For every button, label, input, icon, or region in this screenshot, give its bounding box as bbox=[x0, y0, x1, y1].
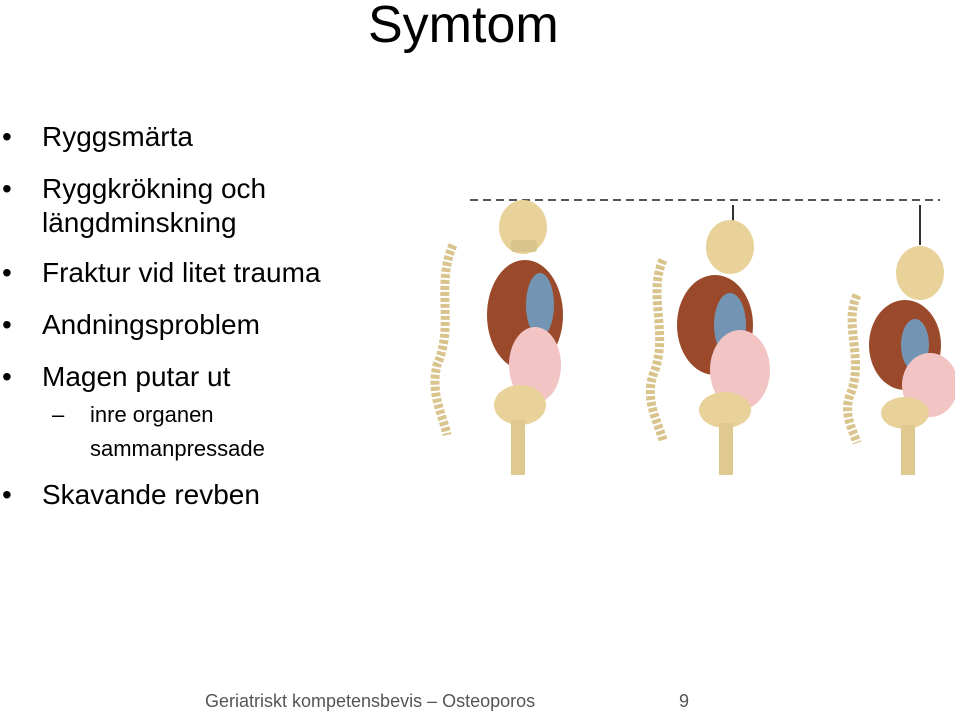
bullet-item: Skavande revben bbox=[0, 478, 420, 512]
slide-footer: Geriatriskt kompetensbevis – Osteoporos bbox=[205, 691, 536, 711]
bullet-item: Ryggkrökning och längdminskning bbox=[0, 172, 342, 240]
skeleton-upright-icon bbox=[487, 200, 563, 475]
skeleton-mid-icon bbox=[677, 205, 770, 475]
bullet-list: Ryggsmärta Ryggkrökning och längdminskni… bbox=[0, 120, 420, 530]
skeleton-posture-illustration bbox=[430, 199, 955, 475]
bullet-item: Fraktur vid litet trauma bbox=[0, 256, 420, 290]
page-number: 9 bbox=[679, 691, 690, 711]
skeleton-stooped-icon bbox=[869, 205, 955, 475]
bullet-item: Magen putar ut bbox=[0, 360, 420, 394]
bullet-item: Ryggsmärta bbox=[0, 120, 420, 154]
sub-bullet-item: inre organen sammanpressade bbox=[0, 398, 350, 466]
bullet-item: Andningsproblem bbox=[0, 308, 420, 342]
spine-icon bbox=[430, 243, 862, 445]
slide-title: Symtom bbox=[368, 0, 559, 54]
